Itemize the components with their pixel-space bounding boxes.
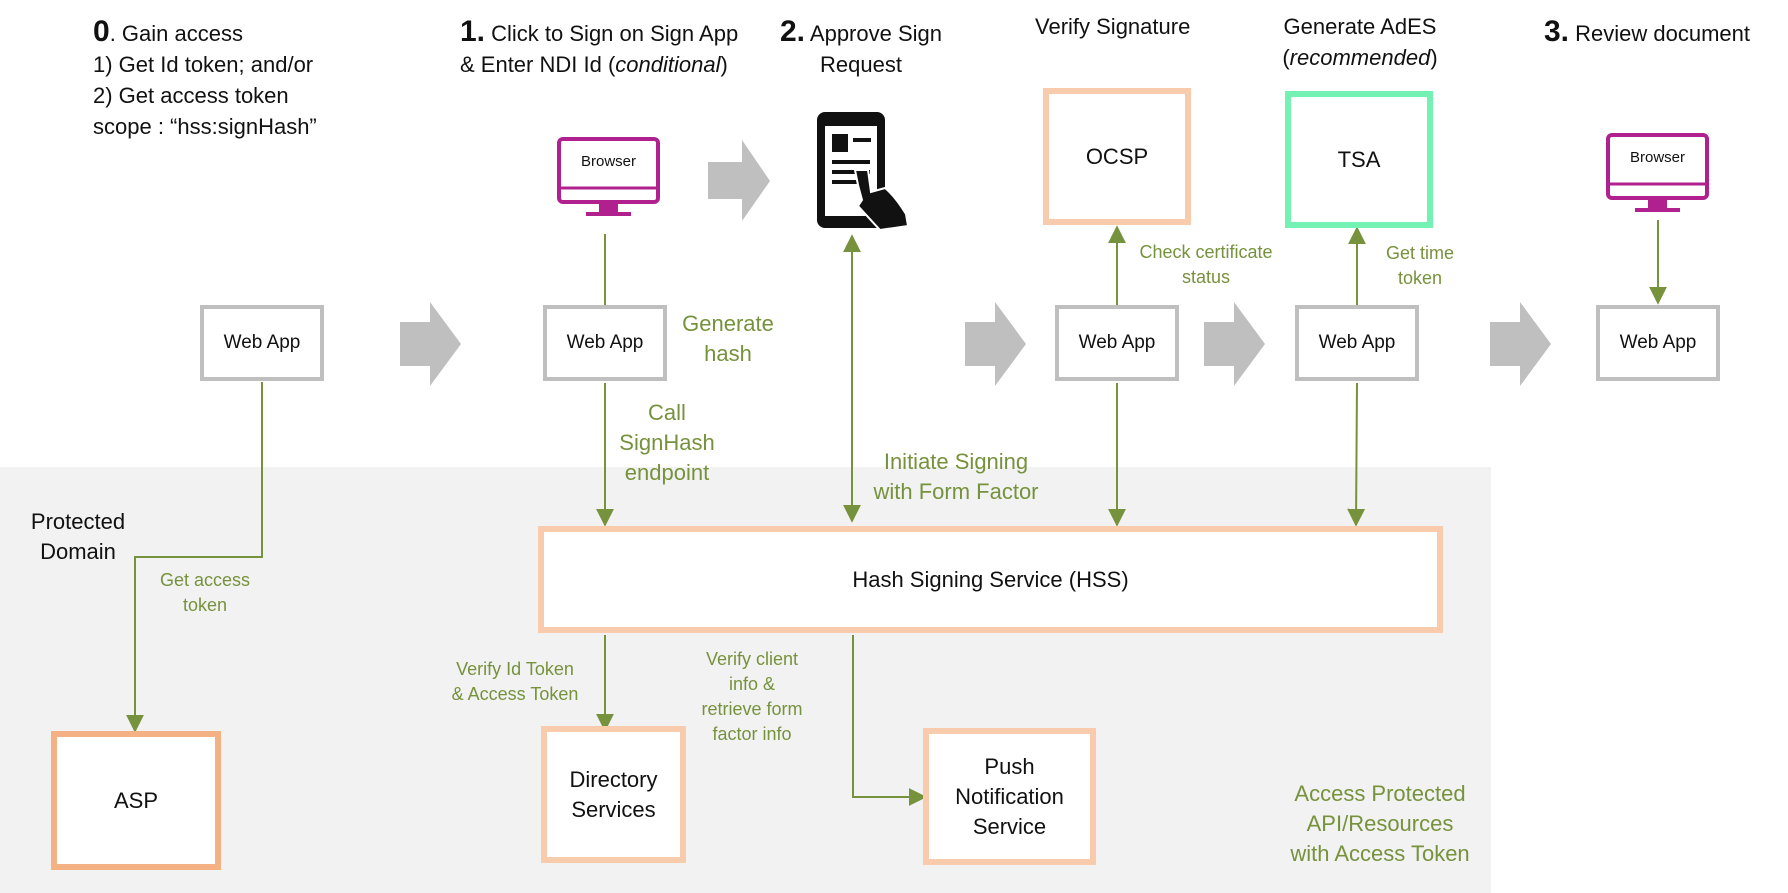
asp-box: ASP [51,731,221,870]
flow-chevron-icon [400,302,461,386]
monitor-icon [1606,133,1709,212]
web-app-box: Web App [543,305,667,381]
browser-label: Browser [1629,149,1685,166]
generate-ades-heading: Generate AdES (recommended) [1282,14,1438,70]
web-app-box: Web App [200,305,324,381]
web-app-box: Web App [1295,305,1419,381]
monitor-icon [557,137,660,216]
tsa-box: TSA [1285,91,1433,228]
flow-chevron-icon [965,302,1026,386]
verify-id-token-label: Verify Id Token& Access Token [451,659,579,704]
ocsp-box: OCSP [1043,88,1191,225]
flow-chevron-icon [708,140,770,221]
verify-signature-heading: Verify Signature [1035,14,1191,39]
step-3-heading: 3. Review document [1544,15,1751,48]
web-app-box: Web App [1055,305,1179,381]
flow-chevron-icon [1204,302,1265,386]
flow-chevron-icon [1490,302,1551,386]
mobile-phone-icon [817,112,910,232]
web-app-box: Web App [1596,305,1720,381]
step-2-heading: 2. Approve Sign Request [779,15,942,77]
browser-label: Browser [580,153,636,170]
step-0-heading: 0. Gain access 1) Get Id token; and/or 2… [93,15,317,139]
hss-box: Hash Signing Service (HSS) [538,526,1443,633]
step-1-heading: 1. Click to Sign on Sign App & Enter NDI… [460,15,739,77]
